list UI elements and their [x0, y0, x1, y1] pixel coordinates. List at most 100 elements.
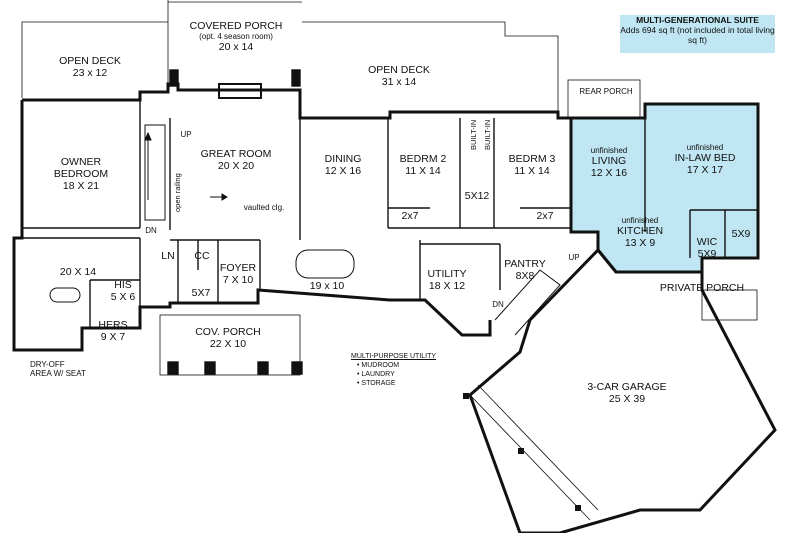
multi-purpose-item: LAUNDRY: [357, 370, 436, 379]
room-dining: DINING 12 X 16: [325, 153, 362, 177]
room-covered-porch: COVERED PORCH (opt. 4 season room) 20 x …: [190, 20, 283, 53]
room-note: (opt. 4 season room): [199, 32, 273, 41]
note-built-in-1: BUILT-IN: [469, 119, 478, 150]
room-hers: HERS 9 X 7: [98, 319, 127, 343]
note-dry-off-line2: AREA W/ SEAT: [30, 369, 86, 378]
room-name: OWNER BEDROOM: [53, 156, 109, 180]
room-open-deck-right: OPEN DECK 31 x 14: [368, 64, 430, 88]
room-cc: CC: [194, 250, 209, 262]
suite-callout: MULTI-GENERATIONAL SUITE Adds 694 sq ft …: [620, 15, 775, 53]
room-name: PRIVATE PORCH: [659, 282, 745, 294]
room-name: UTILITY: [427, 268, 467, 280]
room-size: 13 X 9: [624, 237, 656, 249]
room-size: 20 X 14: [59, 266, 97, 278]
room-size: 11 X 14: [405, 165, 441, 177]
note-built-in-2: BUILT-IN: [483, 119, 492, 150]
room-size: 20 x 14: [218, 41, 254, 53]
room-closet-b: 2x7: [537, 210, 554, 222]
room-name: LN: [161, 250, 175, 262]
room-bath-5x9: 5X9: [732, 228, 751, 240]
room-bath-5x12: 5X12: [465, 190, 490, 202]
room-size: 20 X 20: [217, 160, 255, 172]
room-open-deck-left: OPEN DECK 23 x 12: [59, 55, 121, 79]
room-name: PANTRY: [504, 258, 546, 270]
note-vaulted: vaulted clg.: [243, 203, 285, 212]
room-his: HIS 5 X 6: [111, 279, 136, 303]
room-name: BEDRM 3: [508, 153, 556, 165]
room-size: 2x7: [536, 210, 554, 222]
note-dn-stair: DN: [145, 226, 157, 235]
room-name: WIC: [696, 236, 718, 248]
note-open-railing: open railing: [173, 173, 182, 212]
room-bedrm3: BEDRM 3 11 X 14: [509, 153, 556, 177]
vaulted-arrows: [144, 131, 228, 201]
note-dry-off: DRY-OFF AREA W/ SEAT: [30, 360, 86, 378]
room-size: 7 X 10: [222, 274, 254, 286]
room-name: REAR PORCH: [579, 87, 633, 96]
room-name: GREAT ROOM: [200, 148, 272, 160]
room-name: HERS: [98, 319, 128, 331]
suite-line1: Adds 694 sq ft: [620, 25, 675, 35]
room-size: 11 X 14: [514, 165, 550, 177]
note-multi-purpose: MULTI-PURPOSE UTILITY MUDROOM LAUNDRY ST…: [351, 352, 436, 388]
room-note: unfinished: [686, 143, 724, 152]
room-name: IN-LAW BED: [674, 152, 736, 164]
room-size: 31 x 14: [381, 76, 417, 88]
garage-posts: [463, 393, 581, 511]
room-inlaw-bed: unfinished IN-LAW BED 17 X 17: [675, 143, 736, 176]
multi-purpose-item: STORAGE: [357, 379, 436, 388]
note-up-garage: UP: [568, 253, 580, 262]
room-size: 18 X 21: [62, 180, 100, 192]
note-dry-off-line1: DRY-OFF: [30, 360, 65, 369]
room-size: 19 x 10: [309, 280, 345, 292]
room-garage: 3-CAR GARAGE 25 X 39: [587, 381, 666, 405]
room-size: 17 X 17: [686, 164, 724, 176]
room-name: OPEN DECK: [368, 64, 430, 76]
room-foyer: FOYER 7 X 10: [220, 262, 256, 286]
wall-lines: [12, 0, 777, 533]
room-closet-5x7: 5X7: [192, 287, 211, 299]
room-name: HIS: [114, 279, 132, 291]
room-pantry: PANTRY 8X8: [504, 258, 546, 282]
room-utility: UTILITY 18 X 12: [427, 268, 466, 292]
room-wic: WIC 5X9: [697, 236, 717, 260]
room-kitchen-suite: unfinished KITCHEN 13 X 9: [617, 216, 663, 249]
room-name: KITCHEN: [616, 225, 664, 237]
room-name: CC: [194, 250, 210, 262]
room-size: 2x7: [401, 210, 419, 222]
room-size: 12 X 16: [324, 165, 362, 177]
suite-shading: [571, 104, 758, 272]
room-owner-bedroom: OWNER BEDROOM 18 X 21: [46, 156, 116, 192]
room-size: 5X7: [191, 287, 211, 299]
note-dn-garage: DN: [492, 300, 504, 309]
room-note: unfinished: [590, 146, 628, 155]
room-name: DINING: [324, 153, 362, 165]
multi-purpose-list: MUDROOM LAUNDRY STORAGE: [351, 361, 436, 388]
room-note: unfinished: [621, 216, 659, 225]
room-ln: LN: [161, 250, 174, 262]
room-rear-porch: REAR PORCH: [579, 87, 632, 96]
room-size: 5X9: [697, 248, 717, 260]
room-size: 5 X 6: [110, 291, 136, 303]
room-size: 5X9: [731, 228, 751, 240]
room-name: FOYER: [219, 262, 257, 274]
room-living: unfinished LIVING 12 X 16: [591, 146, 627, 179]
room-size: 18 X 12: [428, 280, 466, 292]
room-bedrm2: BEDRM 2 11 X 14: [400, 153, 447, 177]
room-name: LIVING: [591, 155, 627, 167]
suite-line2: (not included in total living sq ft): [676, 25, 775, 45]
room-name: BEDRM 2: [399, 153, 447, 165]
room-size: 12 X 16: [590, 167, 628, 179]
room-size: 23 x 12: [72, 67, 108, 79]
room-cov-porch: COV. PORCH 22 X 10: [195, 326, 261, 350]
multi-purpose-item: MUDROOM: [357, 361, 436, 370]
room-size: 8X8: [515, 270, 535, 282]
suite-title: MULTI-GENERATIONAL SUITE: [636, 15, 759, 25]
note-up-stair: UP: [180, 130, 192, 139]
room-size: 5X12: [464, 190, 490, 202]
room-name: 3-CAR GARAGE: [587, 381, 667, 393]
room-private-porch: PRIVATE PORCH: [660, 282, 744, 294]
room-great-room: GREAT ROOM 20 X 20: [201, 148, 272, 172]
room-closet-a: 2x7: [402, 210, 419, 222]
